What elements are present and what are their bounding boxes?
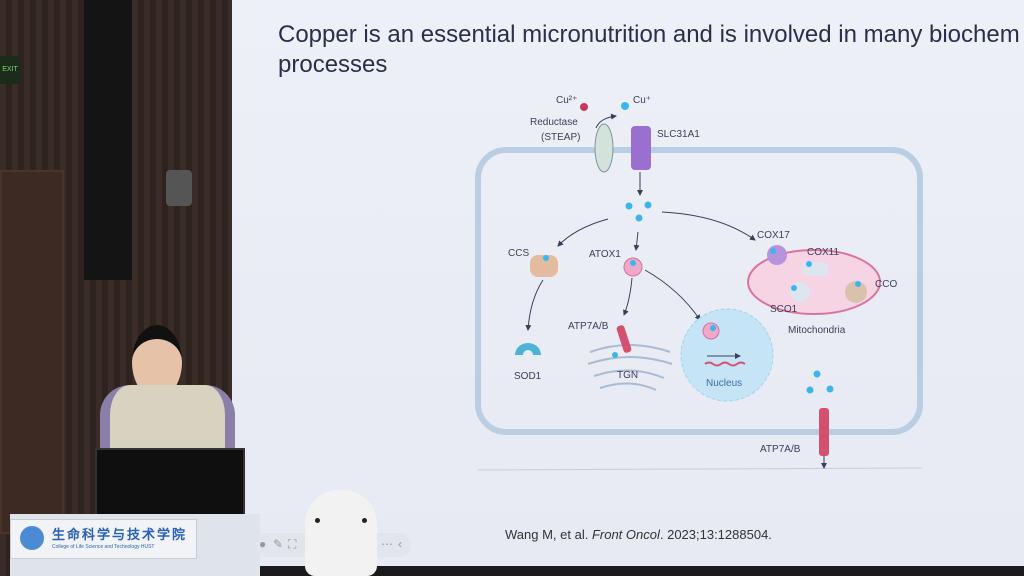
steap-protein: [594, 123, 614, 173]
more-icon[interactable]: ⋯: [381, 537, 393, 551]
sod1-protein: [515, 343, 541, 355]
citation: Wang M, et al. Front Oncol. 2023;13:1288…: [505, 527, 772, 542]
atox1-protein: [623, 257, 643, 277]
college-name-cn: 生命科学与技术学院: [52, 527, 188, 542]
door: [0, 170, 64, 534]
fullscreen-icon[interactable]: ⛶: [288, 537, 297, 551]
label-tgn: TGN: [617, 370, 638, 381]
label-cu2: Cu²⁺: [556, 95, 577, 106]
label-cox11: COX11: [807, 247, 839, 258]
label-slc31a1: SLC31A1: [657, 129, 700, 140]
label-cco: CCO: [875, 279, 897, 290]
citation-details: . 2023;13:1288504.: [659, 527, 772, 542]
citation-authors: Wang M, et al.: [505, 527, 592, 542]
college-name-en: College of Life Science and Technology H…: [52, 544, 155, 550]
cell-membrane: [475, 147, 923, 435]
label-atox1: ATOX1: [589, 249, 621, 260]
citation-journal: Front Oncol: [591, 527, 660, 542]
title-line-1: Copper is an essential micronutrition an…: [278, 21, 1020, 48]
label-steap: (STEAP): [541, 132, 580, 143]
copper-cluster: [625, 201, 652, 222]
camera: [166, 170, 192, 206]
label-cu1: Cu⁺: [633, 95, 651, 106]
label-sco1: SCO1: [770, 304, 798, 315]
label-mitochondria: Mitochondria: [788, 325, 846, 336]
college-logo: [20, 526, 44, 550]
alpaca-plush: [305, 490, 377, 576]
podium-monitor: [95, 448, 245, 518]
speaker-column: [84, 0, 132, 280]
exit-sign: EXIT: [0, 56, 20, 84]
label-atp7-tgn: ATP7A/B: [568, 321, 609, 332]
slide-title: Copper is an essential micronutrition an…: [278, 20, 1020, 80]
projected-slide: [232, 0, 1024, 566]
title-line-2: processes: [278, 51, 388, 78]
atp7-tgn-protein: [616, 325, 632, 353]
label-ccs: CCS: [508, 248, 529, 259]
tgn-golgi: [587, 344, 673, 391]
play-icon[interactable]: ●: [259, 537, 267, 551]
ccs-protein: [530, 255, 558, 277]
cu2-ion: [580, 103, 588, 111]
alpaca-eye: [362, 518, 367, 523]
exported-copper: [806, 370, 834, 394]
alpaca-eye: [315, 518, 320, 523]
screen-edge: [232, 566, 1024, 576]
label-sod1: SOD1: [514, 371, 542, 382]
label-reductase: Reductase: [530, 117, 578, 128]
label-atp7-export: ATP7A/B: [760, 444, 801, 455]
pen-icon[interactable]: ✎: [273, 537, 284, 551]
label-cox17: COX17: [757, 230, 790, 241]
label-nucleus: Nucleus: [706, 378, 742, 389]
atp7-membrane-protein: [819, 408, 829, 456]
back-icon[interactable]: ‹: [398, 537, 402, 551]
slc31a1-transporter: [631, 126, 651, 170]
cu1-ion: [621, 102, 629, 110]
